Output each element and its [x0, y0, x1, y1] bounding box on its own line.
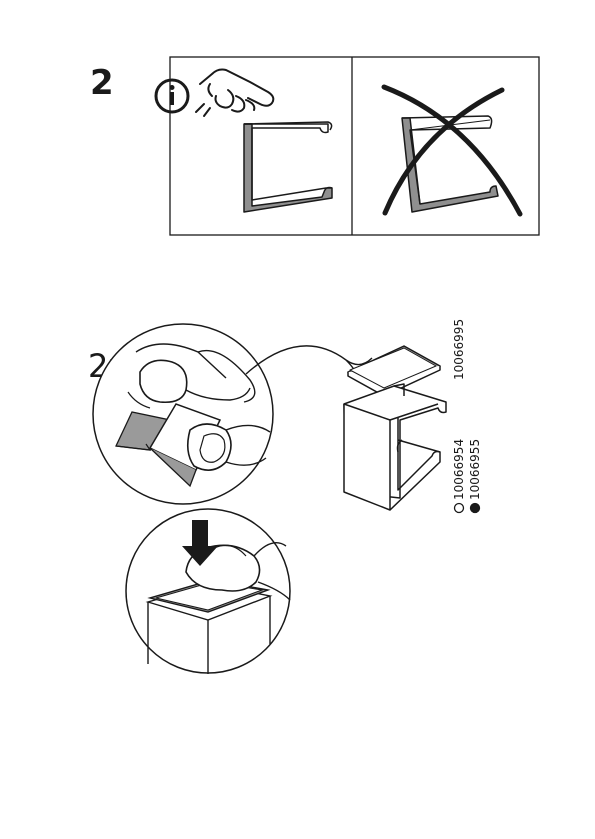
pointing-hand-icon — [196, 70, 273, 117]
bracket-correct — [244, 122, 332, 212]
cross-icon — [384, 87, 520, 214]
bracket-incorrect — [402, 116, 498, 212]
variant-white-marker — [455, 504, 464, 513]
variant-black-marker — [471, 504, 480, 513]
part-number-white: 10066954 — [452, 439, 466, 500]
part-number-adhesive-pad: 10066995 — [452, 319, 466, 380]
detail-circle-peel — [93, 324, 273, 504]
bracket-with-pad — [344, 346, 446, 510]
part-number-black: 10066955 — [468, 439, 482, 500]
info-icon — [156, 80, 188, 112]
